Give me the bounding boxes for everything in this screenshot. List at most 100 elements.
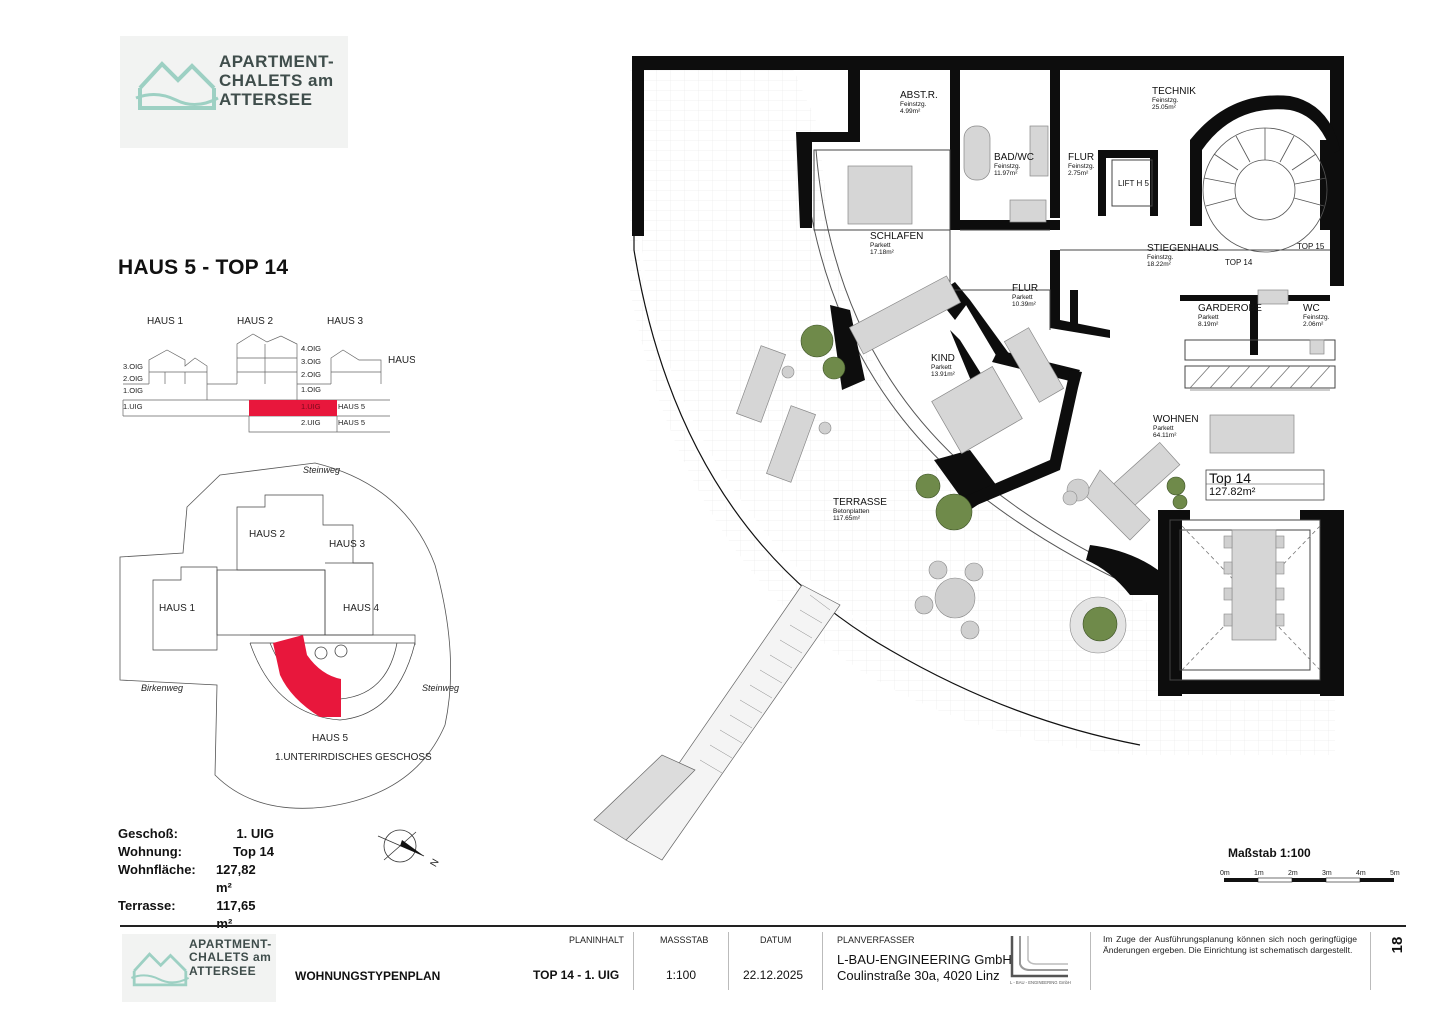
lift-label: LIFT H 5 — [1118, 179, 1149, 188]
room-technik: TECHNIK Feinstzg. 25.05m² — [1152, 86, 1196, 111]
footer-separator — [822, 932, 823, 990]
planinhalt-value: TOP 14 - 1. UIG — [533, 968, 620, 982]
haus5-label: HAUS 5 — [338, 402, 365, 411]
massstab-label: MASSSTAB — [660, 935, 709, 945]
site-house-1: HAUS 1 — [159, 603, 196, 614]
terrace-area — [642, 62, 1335, 740]
unit-info: Geschoß:1. UIG Wohnung:Top 14 Wohnfläche… — [118, 825, 274, 933]
plant-icon — [822, 356, 846, 380]
section-diagram: HAUS 1 HAUS 2 HAUS 3 HAUS 4 3.OIG 2.OIG … — [122, 316, 415, 433]
room-kind: KIND Parkett 13.91m² — [931, 353, 955, 378]
datum-value: 22.12.2025 — [743, 968, 804, 982]
bathtub-icon — [963, 125, 991, 181]
section-house-4: HAUS 4 — [388, 355, 415, 366]
plant-icon — [935, 493, 973, 531]
floor-plan — [593, 56, 1344, 861]
street-label: Steinweg — [303, 465, 340, 475]
plant-icon — [800, 324, 834, 358]
level-label: 3.OIG — [123, 362, 143, 371]
level-label: 3.OIG — [301, 357, 321, 366]
chalet-logo-icon — [131, 952, 190, 987]
company-address: Coulinstraße 30a, 4020 Linz — [837, 968, 1000, 983]
page-number: 18 — [1389, 936, 1406, 954]
plant-icon — [1166, 476, 1186, 496]
street-label: Steinweg — [422, 683, 459, 693]
scale-tick: 2m — [1288, 870, 1298, 877]
double-bed-icon — [847, 165, 913, 225]
footer-divider — [120, 925, 1406, 927]
brand-line-2: CHALETS am — [219, 71, 334, 91]
room-terrasse: TERRASSE Betonplatten 117.65m² — [833, 497, 887, 522]
chalet-logo-icon — [135, 61, 219, 110]
level-label: 2.OIG — [301, 370, 321, 379]
brand-line-3: ATTERSEE — [189, 963, 257, 978]
site-house-3: HAUS 3 — [329, 539, 366, 550]
info-value: 117,65 m² — [216, 898, 256, 931]
page-title: HAUS 5 - TOP 14 — [118, 256, 289, 279]
room-schlafen: SCHLAFEN Parkett 17.18m² — [870, 231, 924, 256]
footer-separator — [1370, 932, 1371, 990]
site-floor-label: 1.UNTERIRDISCHES GESCHOSS — [275, 752, 432, 763]
scale-tick: 5m — [1390, 870, 1400, 877]
site-house-5: HAUS 5 — [312, 733, 349, 744]
door-label-top15: TOP 15 — [1297, 242, 1325, 251]
footer-separator — [633, 932, 634, 990]
scale-label: Maßstab 1:100 — [1228, 846, 1311, 860]
room-wohnen: WOHNEN Parkett 64.11m² — [1153, 414, 1199, 439]
door-label-top14: TOP 14 — [1225, 258, 1253, 267]
brand-line-3: ATTERSEE — [219, 90, 313, 110]
scale-tick: 1m — [1254, 870, 1264, 877]
room-bad: BAD/WC Feinstzg. 11.97m² — [994, 152, 1034, 177]
planverfasser-label: PLANVERFASSER — [837, 935, 915, 945]
plant-icon — [1172, 494, 1188, 510]
info-label: Wohnung: — [118, 844, 183, 859]
section-highlight — [249, 400, 337, 416]
plant-icon — [1082, 606, 1118, 642]
disclaimer-note: Im Zuge der Ausführungsplanung können si… — [1103, 934, 1357, 955]
room-stiegenhaus: STIEGENHAUS Feinstzg. 18.22m² — [1147, 243, 1219, 268]
scale-tick: 3m — [1322, 870, 1332, 877]
north-label: N — [429, 857, 442, 869]
info-label: Wohnfläche: — [118, 862, 196, 877]
unit-label-box — [1205, 469, 1325, 501]
room-wc: WC Feinstzg. 2.06m² — [1303, 303, 1330, 328]
plan-type: WOHNUNGSTYPENPLAN — [295, 969, 441, 983]
brand-line-1: APARTMENT- — [219, 52, 335, 71]
footer-separator — [1090, 932, 1091, 990]
info-label: Terrasse: — [118, 898, 176, 913]
info-label: Geschoß: — [118, 826, 178, 841]
datum-label: DATUM — [760, 935, 792, 945]
level-label: 1.UIG — [123, 402, 143, 411]
company-name: L-BAU-ENGINEERING GmbH — [837, 952, 1012, 967]
brand-line-2: CHALETS am — [189, 950, 272, 965]
level-label: 4.OIG — [301, 344, 321, 353]
brand-line-1: APARTMENT- — [189, 937, 272, 951]
room-garderobe: GARDEROBE Parkett 8.19m² — [1198, 303, 1262, 328]
round-table-icon — [934, 577, 976, 619]
site-house-2: HAUS 2 — [249, 529, 286, 540]
sunlounger-icon — [736, 345, 786, 423]
info-value: 1. UIG — [236, 826, 274, 841]
massstab-value: 1:100 — [666, 968, 697, 982]
scale-tick: 0m — [1220, 870, 1230, 877]
footer-separator — [728, 932, 729, 990]
street-label: Birkenweg — [141, 683, 183, 693]
single-bed-icon — [931, 366, 1023, 454]
company-logo-icon: L - BAU - ENGINEERING GmbH — [1010, 936, 1071, 985]
footer-logo: APARTMENT- CHALETS am ATTERSEE — [122, 934, 276, 1002]
unit-highlight — [273, 635, 341, 717]
brand-logo: APARTMENT- CHALETS am ATTERSEE — [120, 36, 348, 148]
level-label: 1.OIG — [301, 385, 321, 394]
company-logo-text: L - BAU - ENGINEERING GmbH — [1010, 980, 1071, 985]
north-arrow-icon: N — [377, 829, 442, 869]
scale-tick: 4m — [1356, 870, 1366, 877]
sunlounger-icon — [766, 405, 816, 483]
site-house-4: HAUS 4 — [343, 603, 380, 614]
planinhalt-label: PLANINHALT — [569, 935, 624, 945]
level-label: 2.OIG — [123, 374, 143, 383]
level-label-highlight: 1.UIG — [301, 402, 321, 411]
room-flur-1: FLUR Feinstzg. 2.75m² — [1068, 152, 1095, 177]
level-label: 1.OIG — [123, 386, 143, 395]
scale-bar: 0m 1m 2m 3m 4m 5m — [1220, 870, 1400, 883]
unit-box-area: 127.82m² — [1209, 486, 1256, 498]
